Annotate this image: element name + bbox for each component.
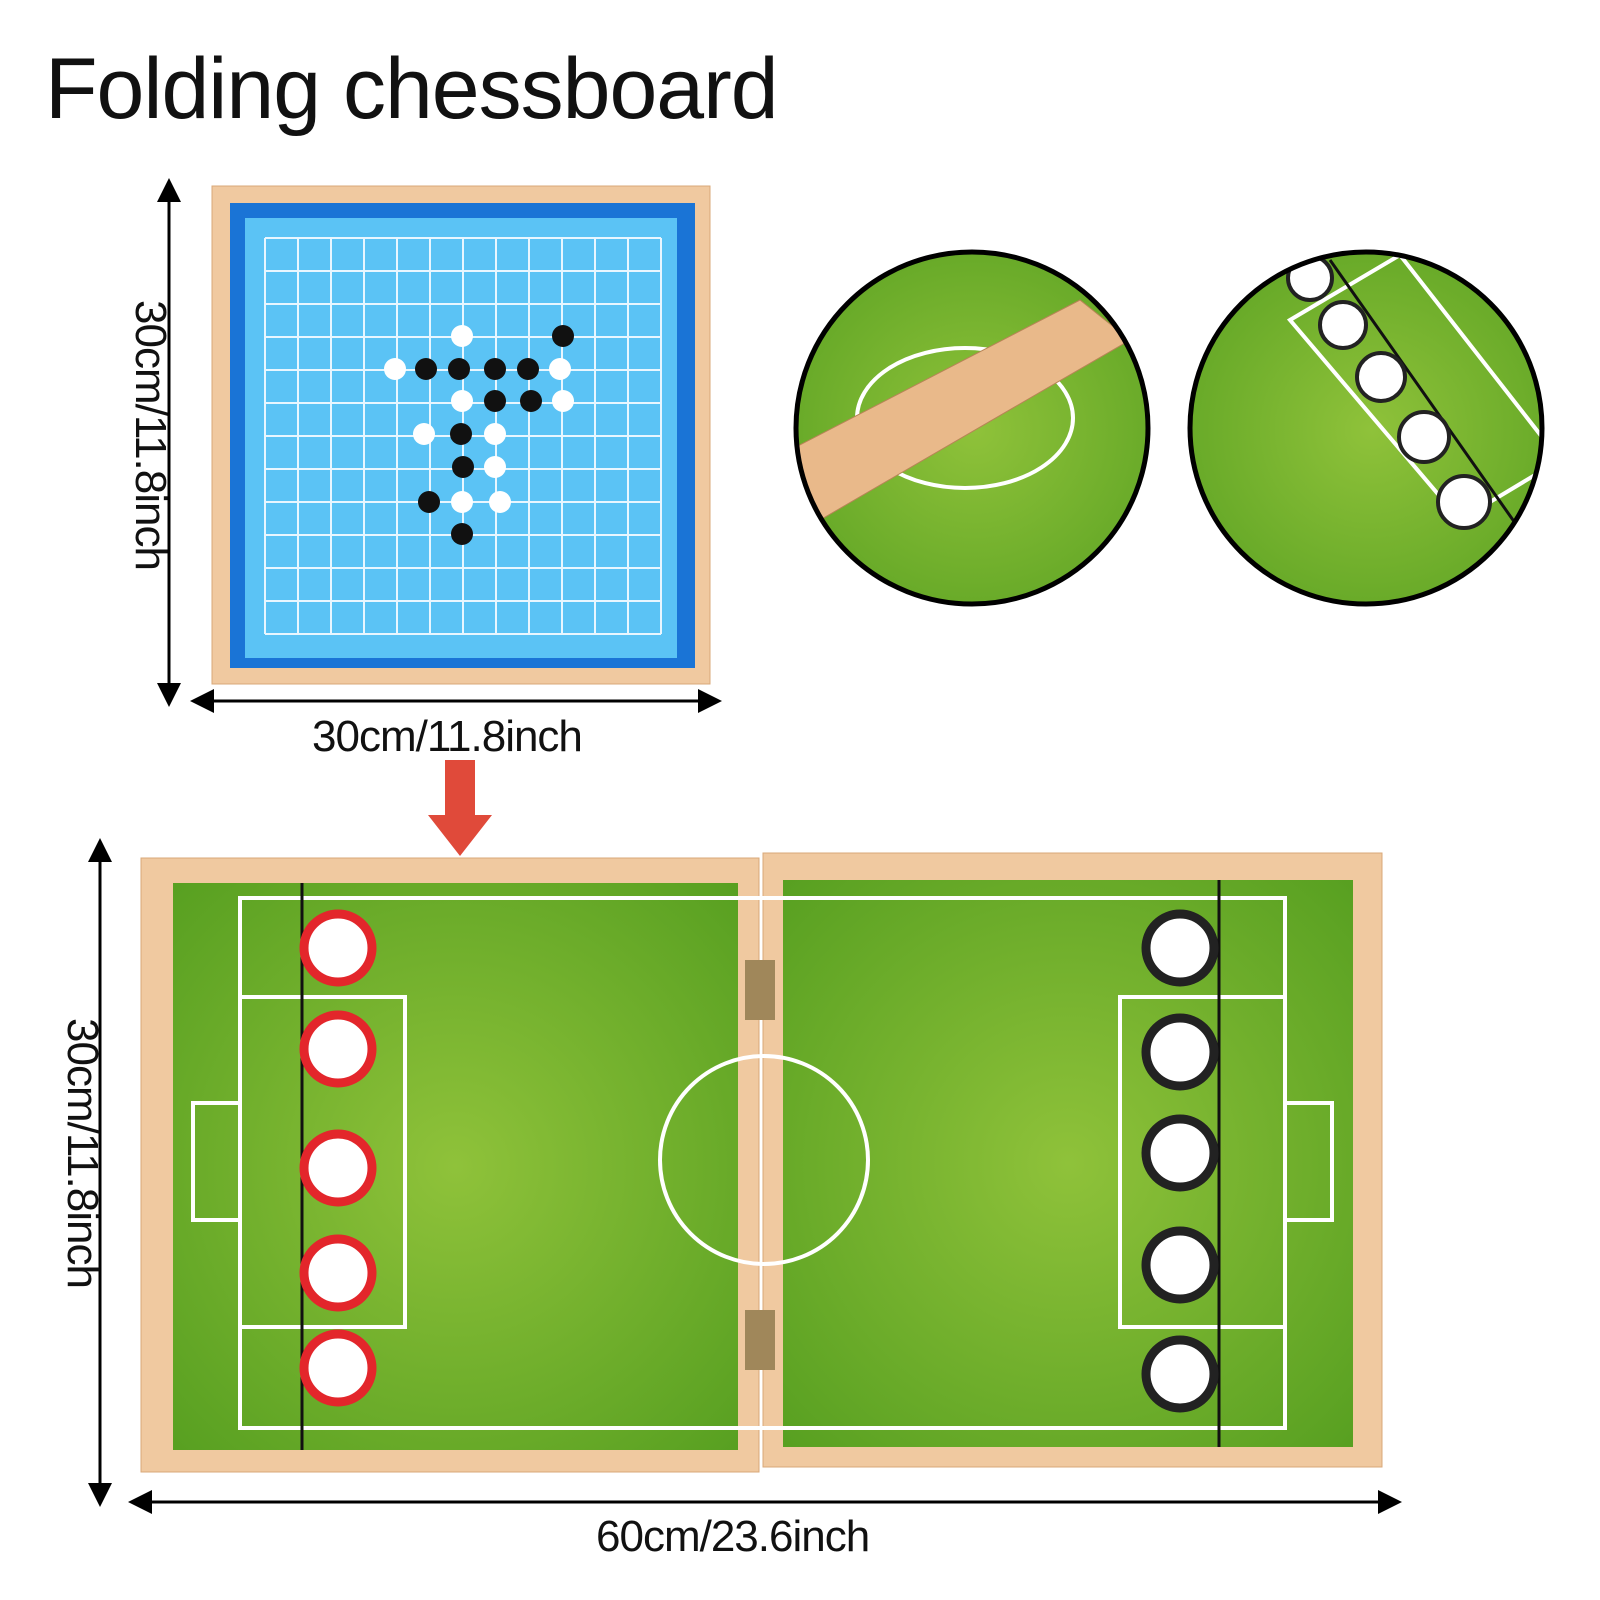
black-puck[interactable] xyxy=(1141,909,1219,987)
red-puck[interactable] xyxy=(299,1129,377,1207)
black-stone xyxy=(452,456,474,478)
black-stone xyxy=(451,523,473,545)
page-title: Folding chessboard xyxy=(45,41,779,137)
white-stone xyxy=(384,358,406,380)
black-stone xyxy=(484,390,506,412)
black-stone xyxy=(450,423,472,445)
white-stone xyxy=(552,390,574,412)
black-stone xyxy=(552,325,574,347)
white-stone xyxy=(451,390,473,412)
black-stone xyxy=(484,358,506,380)
white-stone xyxy=(451,325,473,347)
white-stone xyxy=(484,423,506,445)
black-stone xyxy=(418,491,440,513)
red-puck[interactable] xyxy=(299,1010,377,1088)
black-puck[interactable] xyxy=(1141,1013,1219,1091)
black-stone xyxy=(448,358,470,380)
down-arrow-red xyxy=(428,760,492,856)
red-puck[interactable] xyxy=(299,1329,377,1407)
large-width-label: 60cm/23.6inch xyxy=(596,1512,870,1561)
white-stone xyxy=(484,456,506,478)
small-width-label: 30cm/11.8inch xyxy=(312,712,583,761)
black-puck[interactable] xyxy=(1141,1226,1219,1304)
white-stone xyxy=(413,423,435,445)
black-stone xyxy=(520,390,542,412)
red-puck[interactable] xyxy=(299,909,377,987)
red-puck[interactable] xyxy=(299,1234,377,1312)
black-stone xyxy=(415,358,437,380)
detail-circle-hinge xyxy=(793,249,1151,607)
football-board xyxy=(140,852,1383,1473)
gobang-board xyxy=(211,185,711,685)
large-height-label: 30cm/11.8inch xyxy=(58,1018,107,1288)
white-stone xyxy=(489,491,511,513)
white-stone xyxy=(549,358,571,380)
small-height-label: 30cm/11.8inch xyxy=(126,300,175,570)
black-puck[interactable] xyxy=(1141,1335,1219,1413)
detail-circle-pucks xyxy=(1187,249,1545,607)
black-stone xyxy=(517,358,539,380)
white-stone xyxy=(451,491,473,513)
black-puck[interactable] xyxy=(1141,1114,1219,1192)
